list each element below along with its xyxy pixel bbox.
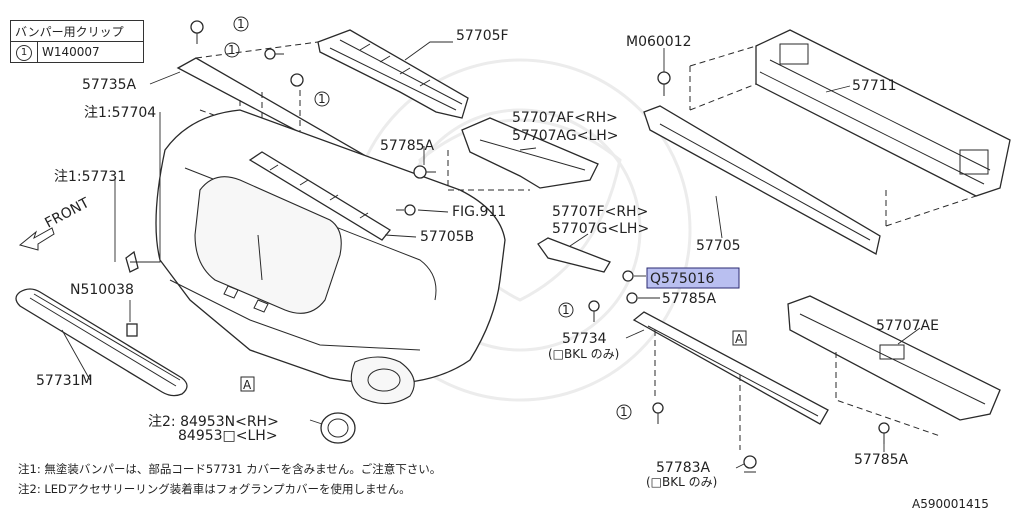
label-57707F: 57707F<RH>: [552, 204, 648, 220]
ref-box-a-right: [732, 330, 747, 346]
bolt-icon: [588, 300, 600, 322]
clip-icon: [126, 323, 138, 337]
ref-circle-1: 1: [558, 302, 574, 318]
ref-circle-1: 1: [616, 404, 632, 420]
svg-text:1: 1: [620, 405, 628, 419]
part-57707AF-bracket: [461, 117, 599, 189]
label-57707AF: 57707AF<RH>: [512, 110, 618, 126]
clip-ref-circle: 1: [16, 44, 32, 61]
part-57707F-bracket: [537, 237, 611, 273]
ref-circle-1: 1: [233, 16, 249, 32]
bolt-icon: [652, 402, 664, 424]
label-fig-911: FIG.911: [452, 204, 506, 220]
label-84953-lh: 84953□<LH>: [178, 428, 278, 444]
part-57705-absorber: [643, 105, 881, 255]
part-57707AE: [787, 295, 1001, 421]
part-57731M-grille: [15, 288, 188, 397]
label-57785A-mid: 57785A: [662, 291, 717, 307]
label-bkl-only-1: (□BKL のみ): [548, 347, 619, 361]
svg-text:1: 1: [228, 43, 236, 57]
labels: 57705F 57735A 注1:57704 注1:57731 FRONT N5…: [18, 16, 939, 489]
label-57734: 57734: [562, 331, 607, 347]
clip-table-title: バンパー用クリップ: [10, 20, 144, 42]
fasteners: [125, 20, 890, 473]
label-57707AG: 57707AG<LH>: [512, 128, 619, 144]
label-57707AE: 57707AE: [876, 318, 939, 334]
bolt-icon: [743, 455, 757, 473]
label-Q575016[interactable]: Q575016: [650, 271, 715, 287]
part-57734-lower: [632, 311, 829, 425]
label-front: FRONT: [42, 195, 92, 232]
part-57704-bumper-face: [155, 109, 506, 405]
highlight-Q575016: [646, 267, 740, 289]
bolt-icon: [264, 48, 284, 60]
svg-text:1: 1: [237, 17, 245, 31]
label-57704: 注1:57704: [84, 105, 156, 121]
clip-table-ref-cell: 1: [10, 41, 38, 63]
bolt-icon: [290, 73, 304, 87]
label-57731: 注1:57731: [54, 169, 126, 185]
part-57711-reinforcement: [755, 29, 1011, 197]
bolt-icon: [878, 422, 890, 444]
note-2: 注2: LEDアクセサリーリング装着車はフォグランプカバーを使用しません。: [18, 482, 411, 496]
label-57731M: 57731M: [36, 373, 93, 389]
ref-a-left: A: [243, 378, 252, 392]
ref-circle-1: 1: [314, 91, 330, 107]
clip-table: バンパー用クリップ 1 W140007: [10, 20, 144, 63]
bolt-icon: [396, 204, 416, 216]
clip-table-part[interactable]: W140007: [37, 41, 144, 63]
front-arrow: FRONT: [18, 195, 92, 251]
drawing-id: A590001415: [912, 497, 989, 511]
label-57705B: 57705B: [420, 229, 474, 245]
part-57705F: [317, 29, 469, 119]
svg-text:1: 1: [318, 92, 326, 106]
label-57785A-lower: 57785A: [854, 452, 909, 468]
label-57707G: 57707G<LH>: [552, 221, 649, 237]
label-57783A: 57783A: [656, 460, 711, 476]
note-1: 注1: 無塗装バンパーは、部品コード57731 カバーを含みません。ご注意下さい…: [18, 462, 441, 476]
leader-lines: [61, 41, 921, 469]
label-57735A: 57735A: [82, 77, 137, 93]
label-M060012: M060012: [626, 34, 692, 50]
bolt-icon: [626, 292, 638, 304]
label-N510038: N510038: [70, 282, 134, 298]
part-84953-fog-ring: [320, 412, 356, 444]
ref-circle-1: 1: [224, 42, 240, 58]
ref-a-right: A: [735, 332, 744, 346]
bolt-icon: [190, 20, 204, 44]
bolt-icon: [657, 71, 671, 96]
label-84953N: 注2: 84953N<RH>: [148, 414, 279, 430]
svg-text:1: 1: [562, 303, 570, 317]
ref-box-a-left: [240, 376, 255, 392]
bolt-icon: [413, 165, 436, 179]
label-57705F: 57705F: [456, 28, 509, 44]
label-57711: 57711: [852, 78, 897, 94]
label-bkl-only-2: (□BKL のみ): [646, 475, 717, 489]
label-57785A-upper: 57785A: [380, 138, 435, 154]
part-57705B: [248, 151, 391, 241]
bolt-icon: [622, 270, 634, 282]
label-57705: 57705: [696, 238, 741, 254]
